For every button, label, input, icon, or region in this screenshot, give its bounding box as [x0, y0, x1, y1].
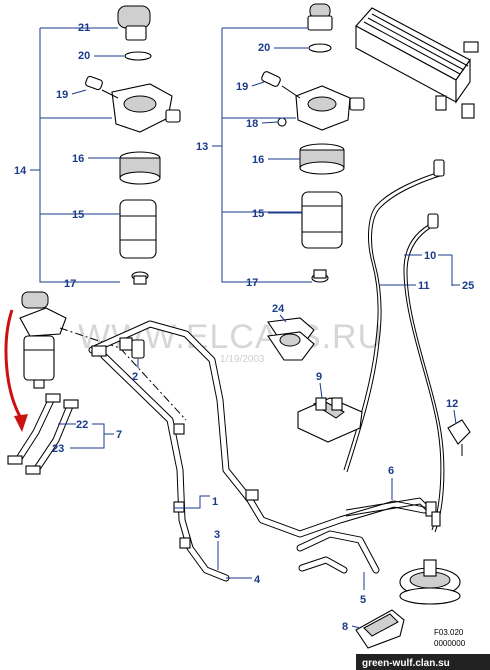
callout-20-left: 20 [78, 50, 90, 62]
watermark-date: 1/19/2003 [220, 354, 265, 365]
reference-sub: 0000000 [434, 639, 466, 648]
left-filter-assembly [39, 5, 181, 285]
callout-4: 4 [254, 574, 261, 586]
red-arrow [4, 309, 24, 421]
callout-13: 13 [196, 141, 208, 153]
callout-14: 14 [14, 165, 27, 177]
callout-10: 10 [424, 250, 436, 262]
callout-21: 21 [78, 22, 90, 34]
harness-11 [343, 171, 441, 471]
callout-25: 25 [462, 280, 474, 292]
callout-5: 5 [360, 594, 366, 606]
callout-12: 12 [446, 398, 458, 410]
callout-17-left: 17 [64, 278, 76, 290]
callout-2: 2 [132, 371, 138, 383]
callout-24: 24 [272, 303, 285, 315]
callout-17-right: 17 [246, 277, 258, 289]
bracket-24 [267, 317, 315, 361]
cover-8 [355, 609, 405, 649]
callout-15-left: 15 [72, 209, 84, 221]
callout-19-right: 19 [236, 81, 248, 93]
callout-23: 23 [52, 443, 64, 455]
small-filter-assembly [19, 291, 67, 389]
fuel-cooler [355, 7, 479, 119]
callout-3: 3 [214, 529, 220, 541]
callout-6: 6 [388, 465, 394, 477]
callout-8: 8 [342, 621, 348, 633]
callout-7: 7 [116, 429, 122, 441]
reference-code: F03.020 [434, 628, 464, 637]
callout-1: 1 [212, 496, 218, 508]
callout-22: 22 [76, 419, 88, 431]
footer-banner [356, 654, 490, 670]
clip-9 [297, 397, 363, 443]
callout-19-left: 19 [56, 89, 68, 101]
pipes-22-23 [7, 393, 79, 475]
harness-10 [403, 221, 442, 531]
pipe-assembly-6 [345, 497, 441, 527]
right-filter-assembly [221, 3, 365, 283]
callout-20-right: 20 [258, 42, 270, 54]
callout-15-right: 15 [252, 208, 264, 220]
callout-16-right: 16 [252, 154, 264, 166]
footer-site: green-wulf.clan.su [362, 658, 450, 669]
callout-18: 18 [246, 118, 258, 130]
callout-16-left: 16 [72, 153, 84, 165]
callout-9: 9 [316, 371, 322, 383]
callout-11: 11 [418, 280, 430, 292]
main-pipes [59, 320, 428, 582]
fuel-pump-unit [399, 559, 461, 605]
